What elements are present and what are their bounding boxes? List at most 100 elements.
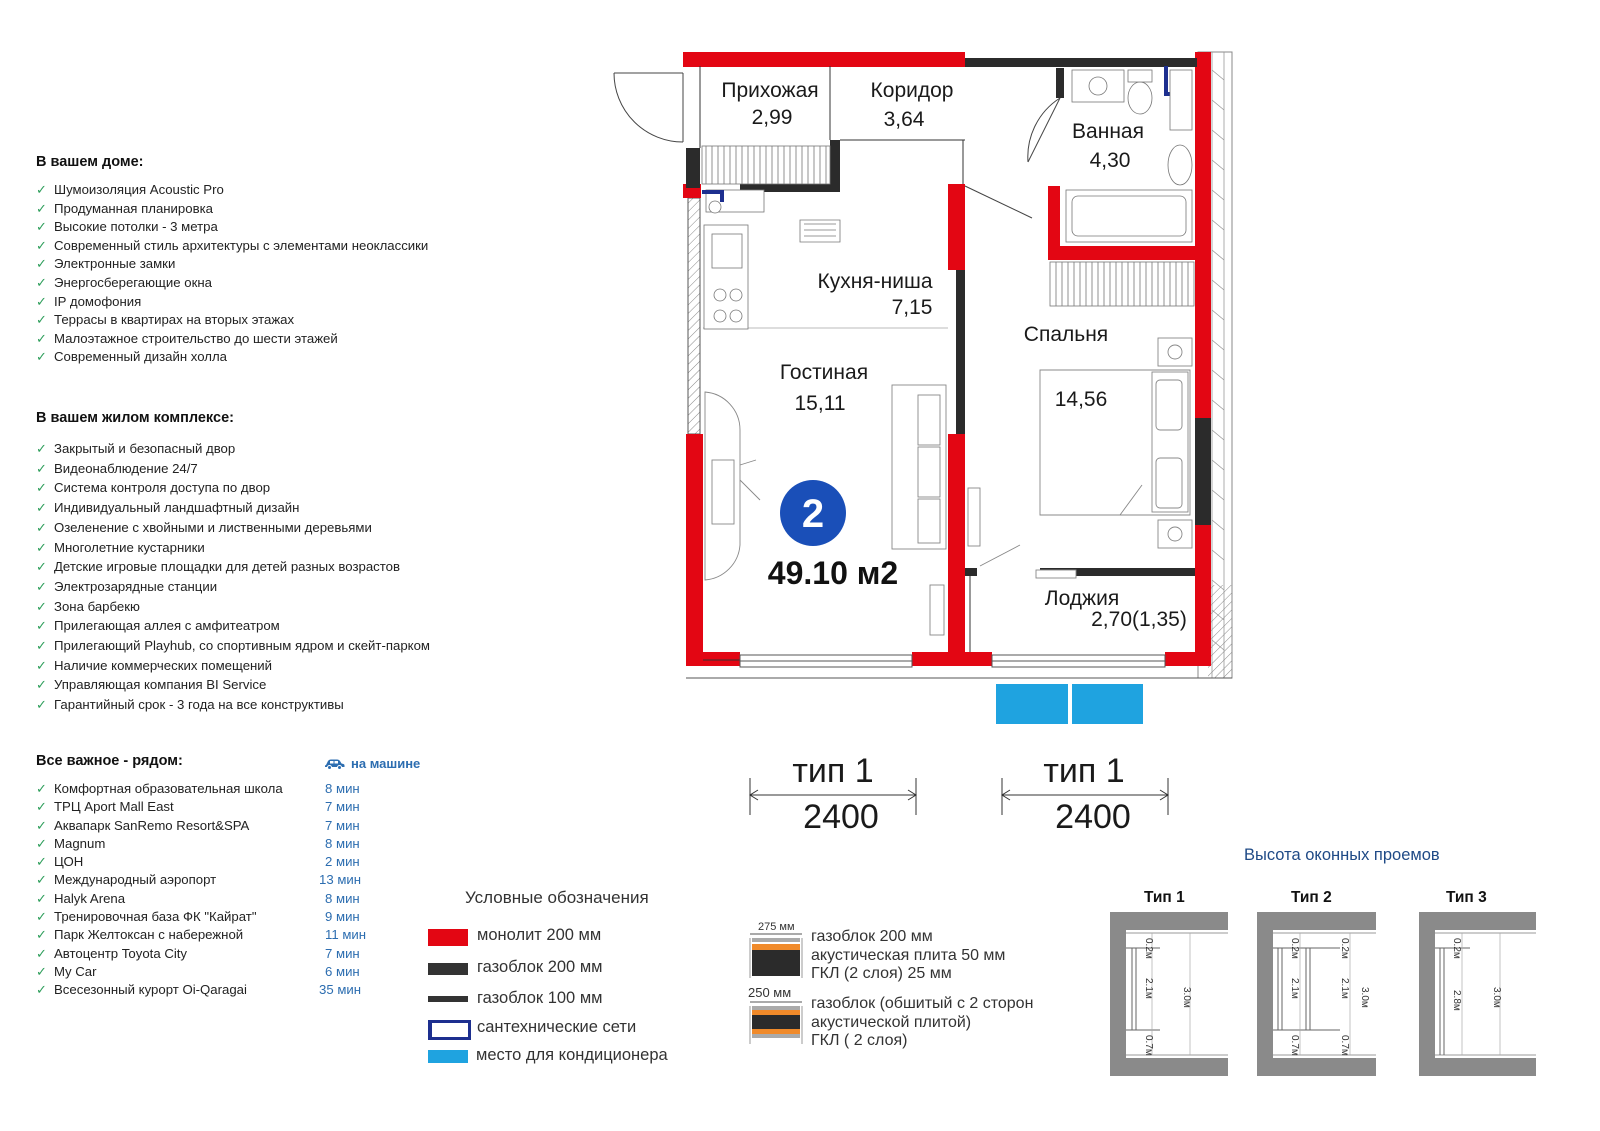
monolith-walls — [683, 52, 1211, 666]
feature-text: Энергосберегающие окна — [54, 274, 212, 290]
feature-item: ✓Закрытый и безопасный двор — [36, 439, 430, 459]
nearby-name: Тренировочная база ФК "Кайрат" — [54, 909, 257, 925]
check-icon: ✓ — [36, 539, 47, 555]
feature-text: Современный дизайн холла — [54, 349, 227, 365]
nearby-title: Все важное - рядом: — [36, 753, 183, 769]
window-type-1 — [1110, 912, 1228, 1076]
window-height-diagrams: 0.2м 2.1м 0.7м 3.0м 0.2м 2.1м 0.7м 0.2м … — [1110, 912, 1536, 1076]
room-name: Лоджия — [1045, 587, 1119, 610]
height-label: 2.1м — [1143, 978, 1154, 999]
feature-text: IP домофония — [54, 293, 142, 309]
entrance-door — [613, 72, 684, 143]
nearby-item: ✓ Тренировочная база ФК "Кайрат" 9 мин — [36, 909, 396, 927]
feature-item: ✓Террасы в квартирах на вторых этажах — [36, 311, 428, 330]
check-icon: ✓ — [36, 909, 47, 925]
feature-item: ✓Электрозарядные станции — [36, 577, 430, 597]
window-type-name: Тип 2 — [1291, 889, 1332, 906]
bedroom-furniture — [967, 337, 1193, 579]
legend-swatch-ac — [428, 1050, 468, 1063]
nearby-time: 7 мин — [325, 945, 360, 961]
nearby-time: 9 мин — [325, 909, 360, 925]
wall-type-line: акустической плитой) — [811, 1013, 972, 1031]
wall-type-line: ГКЛ (2 слоя) 25 мм — [811, 965, 952, 982]
feature-item: ✓Озеленение с хвойными и лиственными дер… — [36, 518, 430, 538]
feature-text: Индивидуальный ландшафтный дизайн — [54, 500, 300, 516]
room-name: Кухня-ниша — [817, 270, 932, 293]
legend-swatch-monolith — [428, 929, 468, 946]
legend-label: место для кондиционера — [476, 1046, 668, 1064]
feature-text: Электронные замки — [54, 256, 176, 272]
room-name: Прихожая — [721, 79, 818, 102]
window-type-label: тип 1 — [1043, 752, 1124, 790]
room-labels: Прихожая 2,99 Коридор 3,64 Ванная 4,30 К… — [721, 79, 1187, 631]
feature-text: Система контроля доступа по двор — [54, 480, 271, 496]
feature-item: ✓Детские игровые площадки для детей разн… — [36, 557, 430, 577]
home-features-list: ✓Шумоизоляция Acoustic Pro✓Продуманная п… — [36, 181, 428, 367]
check-icon: ✓ — [36, 500, 47, 516]
feature-text: Прилегающий Playhub, со спортивным ядром… — [54, 638, 430, 654]
facade-pattern — [1211, 52, 1225, 678]
height-label: 3.0м — [1181, 987, 1192, 1008]
window-type-label: тип 1 — [792, 752, 873, 790]
wall-sample-1 — [749, 933, 803, 978]
legend-label: газоблок 100 мм — [477, 989, 603, 1007]
nearby-name: Международный аэропорт — [54, 872, 217, 888]
rooms-badge — [780, 480, 846, 546]
legend-title: Условные обозначения — [465, 888, 649, 907]
bottom-windows — [686, 654, 1232, 679]
feature-item: ✓IP домофония — [36, 293, 428, 312]
feature-item: ✓Современный стиль архитектуры с элемент… — [36, 237, 428, 256]
rooms-count: 2 — [802, 492, 824, 536]
wall-type-desc: газоблок 200 мм акустическая плита 50 мм… — [811, 928, 1005, 984]
feature-item: ✓Гарантийный срок - 3 года на все констр… — [36, 695, 430, 715]
check-icon: ✓ — [36, 256, 47, 272]
wall-type-line: газоблок 200 мм — [811, 928, 933, 945]
wall-type-line: ГКЛ ( 2 слоя) — [811, 1032, 908, 1049]
check-icon: ✓ — [36, 274, 47, 290]
feature-text: Закрытый и безопасный двор — [54, 441, 236, 456]
height-label: 2.1м — [1339, 978, 1350, 999]
feature-text: Видеонаблюдение 24/7 — [54, 460, 198, 476]
complex-features-title: В вашем жилом комплексе: — [36, 410, 234, 426]
feature-item: ✓Управляющая компания BI Service — [36, 675, 430, 695]
feature-item: ✓Прилегающий Playhub, со спортивным ядро… — [36, 636, 430, 656]
floor-plan: Прихожая 2,99 Коридор 3,64 Ванная 4,30 К… — [613, 51, 1233, 724]
height-label: 0.2м — [1143, 938, 1154, 959]
nearby-name: ЦОН — [54, 854, 84, 870]
height-label: 0.7м — [1143, 1035, 1154, 1056]
bathroom-fixtures — [1065, 69, 1193, 243]
check-icon: ✓ — [36, 872, 47, 888]
check-icon: ✓ — [36, 817, 47, 833]
feature-text: Электрозарядные станции — [54, 578, 218, 594]
feature-text: Террасы в квартирах на вторых этажах — [54, 312, 295, 328]
height-label: 2.8м — [1451, 990, 1462, 1011]
height-label: 0.2м — [1451, 938, 1462, 959]
check-icon: ✓ — [36, 237, 47, 253]
check-icon: ✓ — [36, 927, 47, 943]
feature-item: ✓Прилегающая аллея с амфитеатром — [36, 616, 430, 636]
legend-label: монолит 200 мм — [477, 926, 602, 944]
nearby-name: Аквапарк SanRemo Resort&SPA — [54, 817, 250, 833]
room-area: 2,70(1,35) — [1091, 608, 1187, 631]
height-label: 3.0м — [1359, 987, 1370, 1008]
room-name: Коридор — [871, 79, 954, 102]
check-icon: ✓ — [36, 598, 47, 614]
legend-label: сантехнические сети — [477, 1018, 637, 1036]
window-type-name: Тип 3 — [1446, 889, 1487, 906]
window-type-name: Тип 1 — [1144, 889, 1185, 906]
check-icon: ✓ — [36, 945, 47, 961]
check-icon: ✓ — [36, 618, 47, 634]
feature-text: Озеленение с хвойными и лиственными дере… — [54, 519, 372, 535]
feature-text: Высокие потолки - 3 метра — [54, 219, 218, 235]
home-features-title: В вашем доме: — [36, 154, 144, 170]
feature-item: ✓ Энергосберегающие окна — [36, 274, 428, 293]
nearby-time: 11 мин — [325, 927, 367, 943]
wall-type-desc: газоблок (обшитый с 2 сторон акустическо… — [811, 995, 1033, 1051]
check-icon: ✓ — [36, 835, 47, 851]
